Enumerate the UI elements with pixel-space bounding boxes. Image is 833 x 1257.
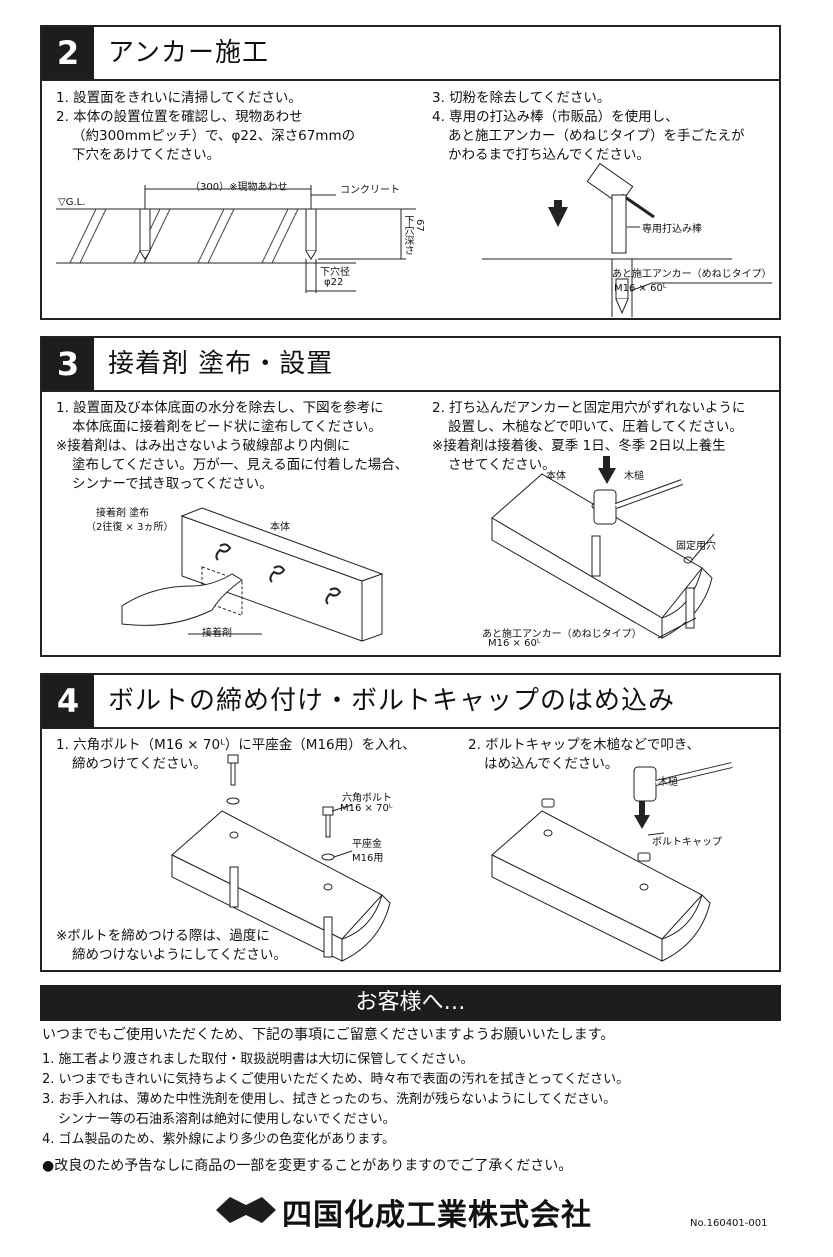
document-number: No.160401-001: [690, 1218, 768, 1229]
fix-hole-label: 固定用穴: [676, 541, 716, 552]
bolt-diagram: [171, 754, 391, 962]
anchor-size-label: M16 × 60ᴸ: [614, 283, 667, 294]
pitch-label: （300）※現物あわせ: [190, 182, 288, 193]
glue-label: 接着剤: [202, 628, 232, 639]
section-header: 3 接着剤 塗布・設置: [42, 338, 779, 392]
rod-label: 専用打込み棒: [642, 224, 702, 235]
mallet-label: 木槌: [624, 471, 644, 482]
depth-value: 67: [414, 219, 425, 232]
section-adhesive-install: 3 接着剤 塗布・設置 1. 設置面及び本体底面の水分を除去し、下図を参考に 本…: [40, 336, 781, 657]
section-anchor-install: 2 アンカー施工 1. 設置面をきれいに清掃してください。 2. 本体の設置位置…: [40, 25, 781, 320]
customer-items: 1. 施工者より渡されました取付・取扱説明書は大切に保管してください。 2. い…: [42, 1052, 630, 1147]
cap-diagram: [491, 762, 733, 962]
section-bolt-install: 4 ボルトの締め付け・ボルトキャップのはめ込み 1. 六角ボルト（M16 × 7…: [40, 673, 781, 972]
step-text-right: 2. ボルトキャップを木槌などで叩き、 はめ込んでください。: [468, 737, 700, 772]
section-number: 3: [42, 338, 94, 390]
dia-label: 下穴径: [320, 267, 350, 278]
glue-diagram: [121, 507, 384, 642]
section-title: 接着剤 塗布・設置: [108, 349, 334, 379]
step-text-left: 1. 設置面をきれいに清掃してください。 2. 本体の設置位置を確認し、現物あわ…: [56, 90, 356, 163]
customer-intro: いつまでもご使用いただくため、下記の事項にご留意くださいますようお願いいたします…: [42, 1027, 615, 1043]
section-header: 2 アンカー施工: [42, 27, 779, 81]
section-title: アンカー施工: [108, 38, 269, 68]
section-number: 4: [42, 675, 94, 727]
section-title: ボルトの締め付け・ボルトキャップのはめ込み: [108, 686, 676, 716]
customer-notice-header: お客様へ…: [40, 985, 781, 1021]
anchor-label: あと施工アンカー（めねじタイプ）: [482, 629, 642, 640]
anchor-drive-diagram: [482, 162, 772, 317]
step-text-left: 1. 六角ボルト（M16 × 70ᴸ）に平座金（M16用）を入れ、 締めつけてく…: [56, 737, 416, 772]
section-header: 4 ボルトの締め付け・ボルトキャップのはめ込み: [42, 675, 779, 729]
anchor-size-label: M16 × 60ᴸ: [488, 638, 541, 649]
step-text-left: 1. 設置面及び本体底面の水分を除去し、下図を参考に 本体底面に接着剤をビード状…: [56, 400, 409, 492]
change-notice: ●改良のため予告なしに商品の一部を変更することがありますのでご了承ください。: [42, 1158, 573, 1174]
section-number: 2: [42, 27, 94, 79]
press-diagram: [491, 456, 715, 639]
bolt-caution-note: ※ボルトを締めつける際は、過度に 締めつけないようにしてください。: [56, 928, 287, 963]
bolt-size-label: M16 × 70ᴸ: [340, 803, 393, 814]
body-label-right: 本体: [546, 471, 566, 482]
mallet-label: 木槌: [658, 777, 678, 788]
washer-size-label: M16用: [352, 853, 384, 864]
glue-apply-note: （2往復 × 3ヵ所）: [86, 522, 174, 533]
body-label-left: 本体: [270, 522, 290, 533]
washer-label: 平座金: [352, 839, 382, 850]
step-text-right: 3. 切粉を除去してください。 4. 専用の打込み棒（市販品）を使用し、 あと施…: [432, 90, 745, 163]
bolt-label: 六角ボルト: [342, 793, 392, 804]
step-text-right: 2. 打ち込んだアンカーと固定用穴がずれないように 設置し、木槌などで叩いて、圧…: [432, 400, 746, 473]
depth-label: 下穴深さ: [402, 215, 413, 255]
concrete-label: コンクリート: [340, 185, 400, 196]
cap-label: ボルトキャップ: [652, 837, 722, 848]
drill-hole-diagram: [56, 185, 416, 293]
glue-apply-label: 接着剤 塗布: [96, 508, 150, 519]
anchor-label: あと施工アンカー（めねじタイプ）: [612, 269, 772, 280]
gl-label: ▽G.L.: [58, 197, 86, 208]
company-logo-icon: [216, 1197, 276, 1223]
company-name: 四国化成工業株式会社: [282, 1198, 592, 1233]
dia-value: φ22: [324, 277, 344, 288]
